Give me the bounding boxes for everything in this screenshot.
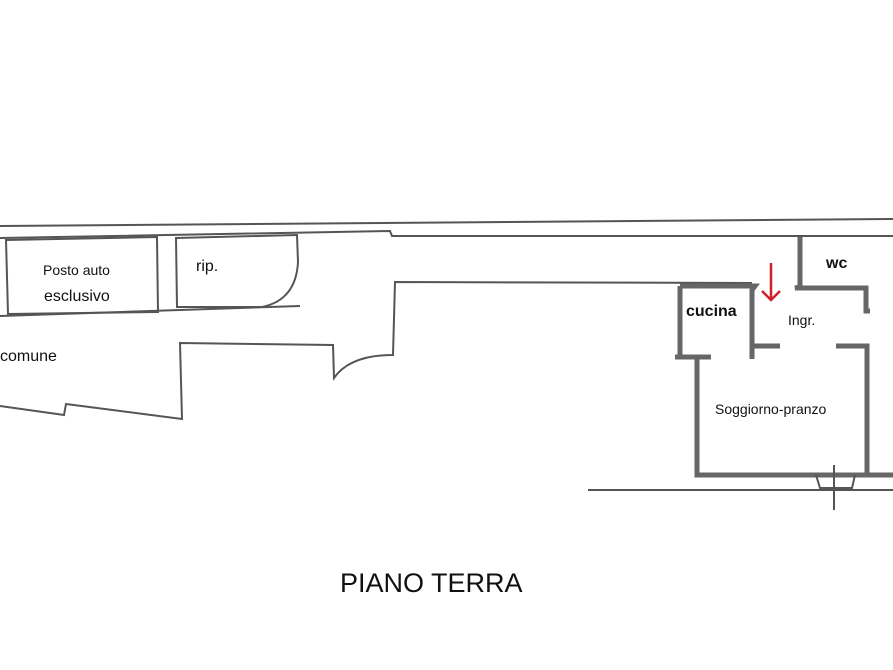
room-label-parking-line2: esclusivo: [44, 288, 110, 305]
room-label-common: comune: [0, 348, 57, 365]
outer-walls: [0, 218, 893, 317]
storage-room: [174, 233, 300, 308]
room-label-parking-line1: Posto auto: [43, 262, 110, 278]
parking-space: [4, 235, 160, 316]
room-label-storage: rip.: [196, 258, 219, 275]
room-label-wc: wc: [826, 255, 848, 272]
common-area-outline: [0, 280, 753, 421]
apartment-walls: [588, 237, 893, 510]
entrance-arrow-icon: [761, 263, 781, 302]
room-label-kitchen: cucina: [686, 303, 737, 320]
plan-title: PIANO TERRA: [340, 568, 523, 598]
room-label-living: Soggiorno-pranzo: [715, 401, 827, 417]
room-label-entrance: Ingr.: [788, 312, 816, 328]
